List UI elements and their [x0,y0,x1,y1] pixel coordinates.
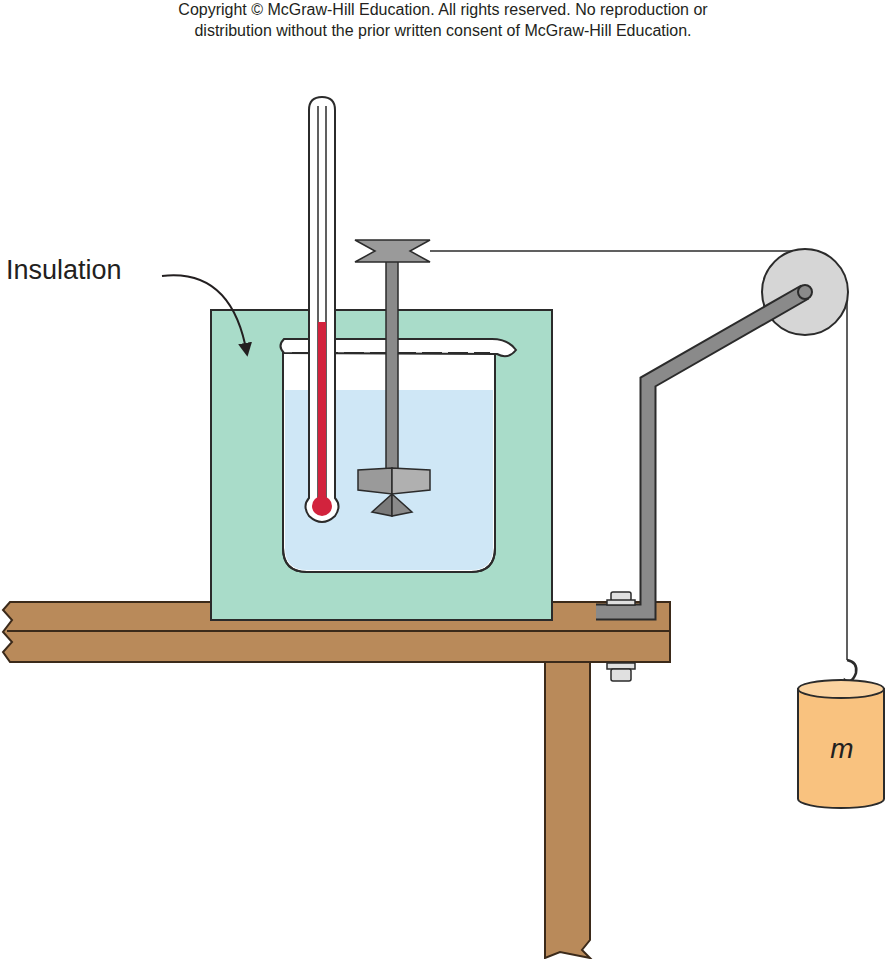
stirrer [355,240,430,516]
leader-arrow [162,275,247,354]
string [846,292,848,660]
mass-cylinder [798,680,884,698]
mass-symbol: m [830,734,853,765]
bracket-arm [596,285,812,612]
stirrer [392,468,430,494]
thermometer [306,97,339,522]
stirrer [392,494,412,516]
thermometer [306,97,339,522]
part-label: Insulation [6,254,122,286]
table-leg [545,660,590,958]
bracket-arm [798,285,812,299]
copyright-notice: distribution without the prior written c… [194,21,691,40]
pulley [762,249,848,335]
thermometer [312,496,332,516]
mass-weight: m [797,674,887,810]
thermometer [318,322,326,504]
leader-arrow [162,275,247,354]
insulation-box [211,310,552,620]
stirrer [355,240,430,262]
mass-cylinder [798,689,884,808]
insulation-box [211,310,552,620]
bolt [607,592,635,681]
pulley [762,249,848,335]
stirrer [372,494,392,516]
bracket-arm [596,292,805,612]
string [430,250,805,252]
stirrer [386,252,398,482]
bolt [611,669,631,681]
table-top [7,630,670,632]
bolt [607,663,635,669]
bolt [607,600,635,605]
stirrer [358,468,392,494]
table-leg [545,660,590,958]
copyright-notice: Copyright © McGraw-Hill Education. All r… [178,0,707,19]
string [430,251,847,660]
bracket-arm [596,292,805,612]
